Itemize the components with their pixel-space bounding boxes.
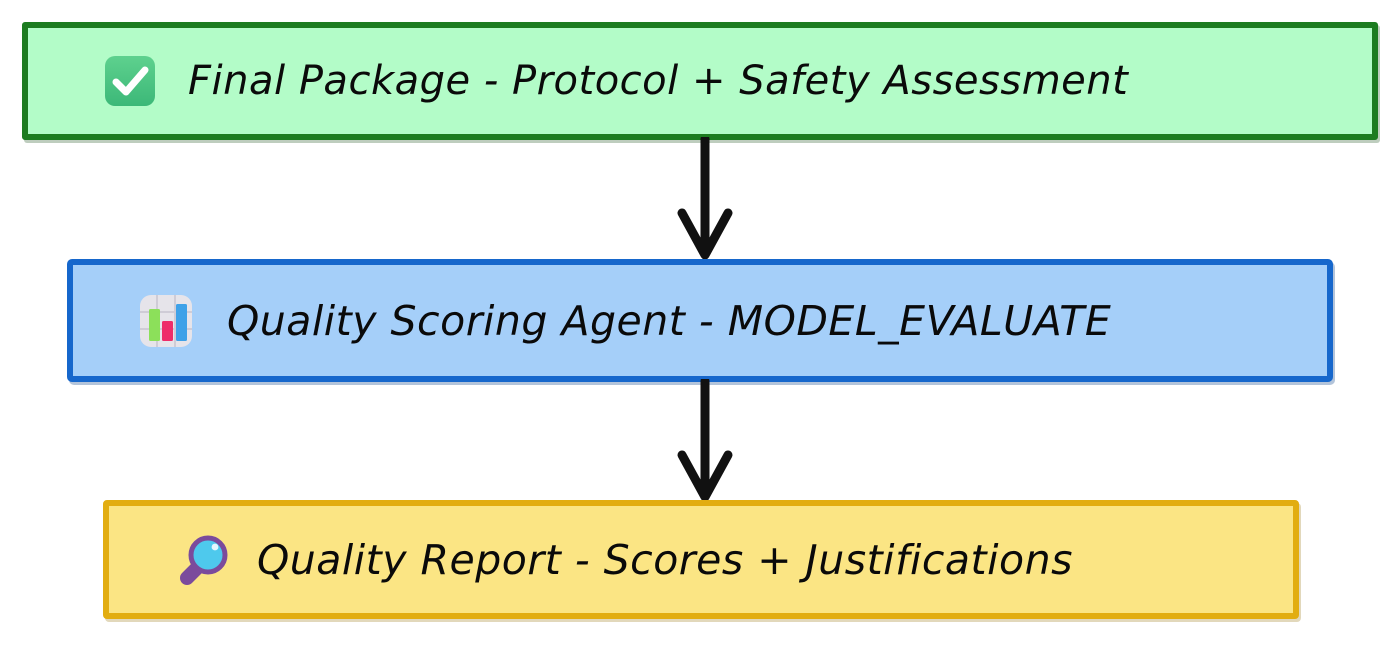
node-final-package-label: Final Package - Protocol + Safety Assess…	[188, 58, 1129, 104]
node-quality-agent-label: Quality Scoring Agent - MODEL_EVALUATE	[227, 296, 1112, 345]
node-quality-agent[interactable]: Quality Scoring Agent - MODEL_EVALUATE	[67, 259, 1333, 382]
edge-quality-agent-to-quality-report	[660, 376, 750, 504]
node-quality-report[interactable]: Quality Report - Scores + Justifications	[103, 500, 1299, 619]
magnifying-glass-icon	[175, 532, 231, 588]
node-final-package[interactable]: Final Package - Protocol + Safety Assess…	[22, 22, 1378, 140]
white-check-mark-icon	[102, 53, 158, 109]
bar-chart-icon	[137, 292, 195, 350]
node-quality-report-label: Quality Report - Scores + Justifications	[257, 535, 1073, 584]
edge-final-package-to-quality-agent	[660, 134, 750, 262]
